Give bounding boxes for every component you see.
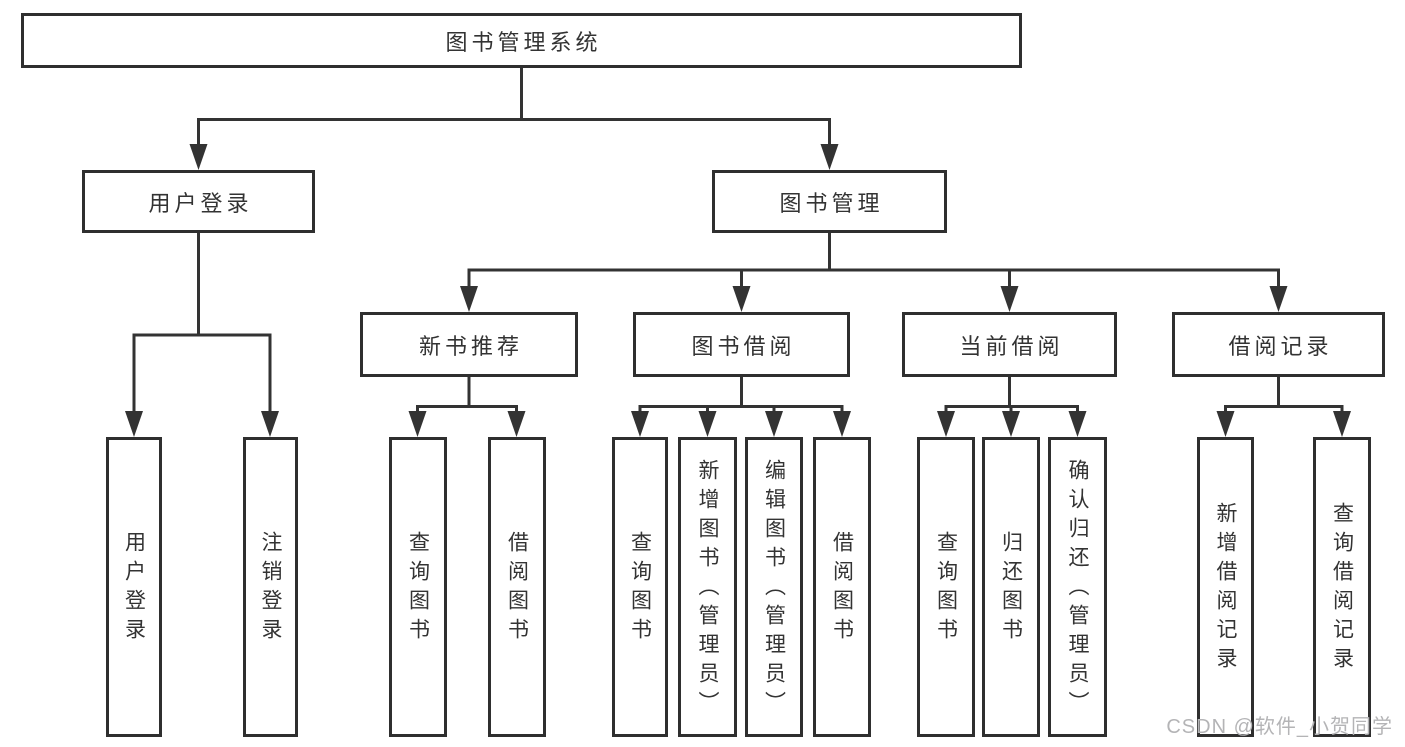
node-label: 用户登录 (122, 531, 146, 647)
node-label: 归还图书 (999, 531, 1023, 647)
leaf-logout: 注销登录 (243, 437, 298, 737)
arrow-icon (820, 144, 839, 170)
arrow-icon (1000, 286, 1019, 312)
arrow-icon (507, 411, 526, 437)
node-label: 查询图书 (628, 531, 652, 647)
arrow-icon (261, 411, 279, 437)
node-label: 确认归还（管理员） (1066, 458, 1089, 720)
leaf-edit-book-admin: 编辑图书（管理员） (745, 437, 803, 737)
arrow-icon (1068, 411, 1087, 437)
node-label: 借阅记录 (1228, 333, 1333, 359)
leaf-return-book: 归还图书 (982, 437, 1040, 737)
node-label: 图书管理系统 (445, 29, 602, 55)
node-new-book-recommend: 新书推荐 (360, 312, 578, 377)
arrow-icon (833, 411, 851, 437)
leaf-user-login: 用户登录 (106, 437, 162, 737)
leaf-add-book-admin: 新增图书（管理员） (678, 437, 737, 737)
csdn-watermark: CSDN @软件_小贺同学 (1166, 716, 1393, 738)
arrow-icon (765, 411, 783, 437)
node-label: 查询借阅记录 (1330, 502, 1354, 676)
leaf-add-borrow-record: 新增借阅记录 (1197, 437, 1254, 737)
node-label: 借阅图书 (505, 531, 529, 647)
leaf-query-book-borrow: 查询图书 (612, 437, 668, 737)
node-label: 新书推荐 (418, 333, 523, 359)
arrow-icon (698, 411, 717, 437)
connector-borrow-records (1224, 377, 1344, 414)
arrow-icon (937, 411, 955, 437)
node-label: 编辑图书（管理员） (762, 458, 786, 720)
leaf-query-book-recommend: 查询图书 (389, 437, 447, 737)
connector-root (197, 68, 831, 146)
arrow-icon (1216, 411, 1235, 437)
node-label: 查询图书 (406, 531, 430, 647)
leaf-borrow-book-recommend: 借阅图书 (488, 437, 546, 737)
arrow-icon (1333, 411, 1351, 437)
node-borrow-records: 借阅记录 (1172, 312, 1385, 377)
arrow-icon (189, 144, 208, 170)
arrow-icon (1002, 411, 1020, 437)
node-root: 图书管理系统 (21, 13, 1022, 68)
node-book-borrow: 图书借阅 (633, 312, 850, 377)
arrow-icon (125, 411, 143, 437)
node-current-borrow: 当前借阅 (902, 312, 1117, 377)
arrow-icon (408, 411, 427, 437)
connector-new-book (416, 377, 518, 414)
node-label: 新增图书（管理员） (696, 458, 719, 720)
arrow-icon (631, 411, 649, 437)
connector-user-login (132, 233, 272, 413)
connector-book-borrow (638, 377, 844, 414)
arrow-icon (732, 286, 751, 312)
node-label: 注销登录 (259, 531, 282, 647)
arrow-icon (1269, 286, 1288, 312)
connector-book-management (467, 233, 1280, 288)
node-user-login: 用户登录 (82, 170, 315, 233)
connector-current-borrow (944, 377, 1079, 414)
leaf-confirm-return-admin: 确认归还（管理员） (1048, 437, 1107, 737)
node-label: 图书管理 (779, 190, 884, 216)
node-book-management: 图书管理 (712, 170, 947, 233)
node-label: 查询图书 (934, 531, 958, 647)
arrow-icon (460, 286, 478, 312)
leaf-borrow-book: 借阅图书 (813, 437, 871, 737)
node-label: 当前借阅 (959, 333, 1064, 359)
node-label: 新增借阅记录 (1214, 502, 1237, 676)
node-label: 用户登录 (148, 190, 253, 216)
leaf-query-borrow-record: 查询借阅记录 (1313, 437, 1371, 737)
node-label: 借阅图书 (830, 531, 854, 647)
leaf-query-book-current: 查询图书 (917, 437, 975, 737)
node-label: 图书借阅 (691, 333, 796, 359)
arrowheads (125, 144, 1351, 437)
